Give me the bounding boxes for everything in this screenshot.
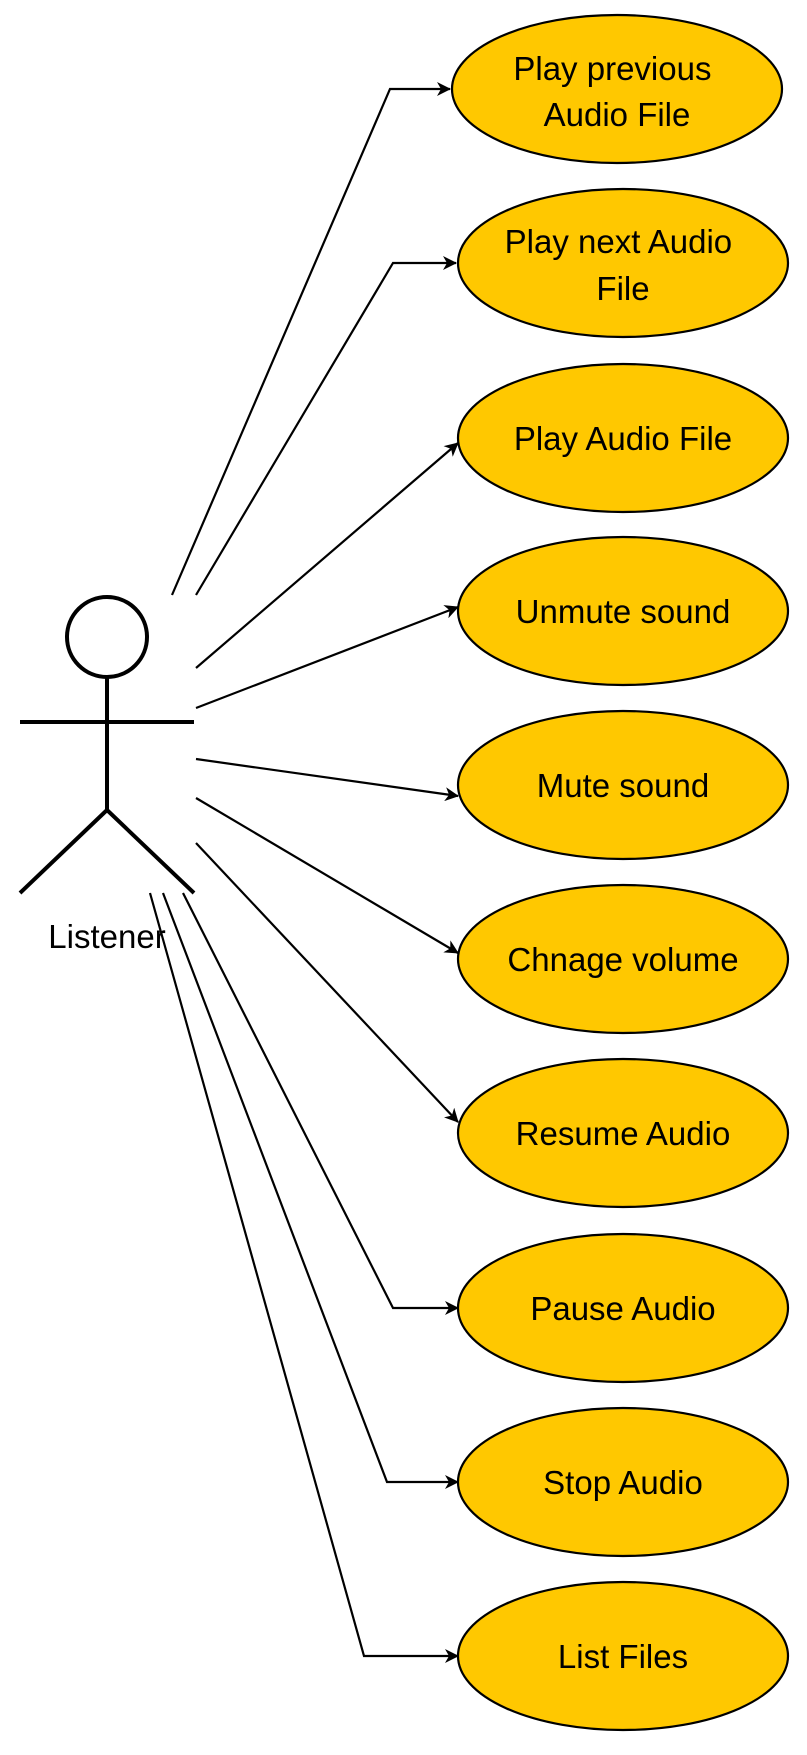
use-case-pause-audio: Pause Audio — [456, 1232, 790, 1384]
associations — [148, 82, 459, 1663]
actor-right-leg — [105, 808, 196, 895]
svg-text:Play next Audio File: Play next Audio File — [505, 223, 742, 307]
use-case-label: Chnage volume — [507, 941, 738, 978]
use-case-mute-sound: Mute sound — [456, 709, 790, 861]
use-case-label: Mute sound — [537, 767, 709, 804]
association-list-files — [148, 892, 459, 1663]
association-play-next — [195, 256, 457, 596]
use-case-play-next: Play next Audio File — [456, 187, 790, 339]
association-play-audio-file — [195, 442, 459, 669]
use-case-label: File — [596, 270, 649, 307]
use-case-play-previous: Play previous Audio File — [450, 13, 784, 165]
association-unmute-sound — [195, 605, 459, 710]
svg-text:Play previous Audio File: Play previous Audio File — [513, 50, 720, 133]
actor-head — [65, 595, 149, 679]
actor-label: Listener — [48, 918, 165, 955]
use-case-label: Play next Audio — [505, 223, 733, 260]
association-resume-audio — [195, 842, 459, 1123]
association-change-volume — [195, 797, 459, 954]
use-case-unmute-sound: Unmute sound — [456, 535, 790, 687]
use-case-label: List Files — [558, 1638, 688, 1675]
use-case-play-audio-file: Play Audio File — [456, 362, 790, 514]
use-case-label: Stop Audio — [543, 1464, 703, 1501]
use-case-label: Resume Audio — [516, 1115, 731, 1152]
use-case-label: Play Audio File — [514, 420, 732, 457]
use-case-label: Play previous — [513, 50, 711, 87]
association-play-previous — [170, 82, 451, 596]
association-stop-audio — [161, 892, 459, 1489]
use-case-label: Unmute sound — [516, 593, 731, 630]
actor-left-leg — [18, 808, 109, 895]
use-case-label: Pause Audio — [530, 1290, 715, 1327]
use-case-change-volume: Chnage volume — [456, 883, 790, 1035]
use-case-resume-audio: Resume Audio — [456, 1057, 790, 1209]
actor-listener: Listener — [18, 595, 196, 955]
association-mute-sound — [195, 757, 459, 802]
use-case-stop-audio: Stop Audio — [456, 1406, 790, 1558]
use-case-list-files: List Files — [456, 1580, 790, 1732]
use-case-label: Audio File — [544, 96, 691, 133]
association-pause-audio — [182, 892, 459, 1315]
